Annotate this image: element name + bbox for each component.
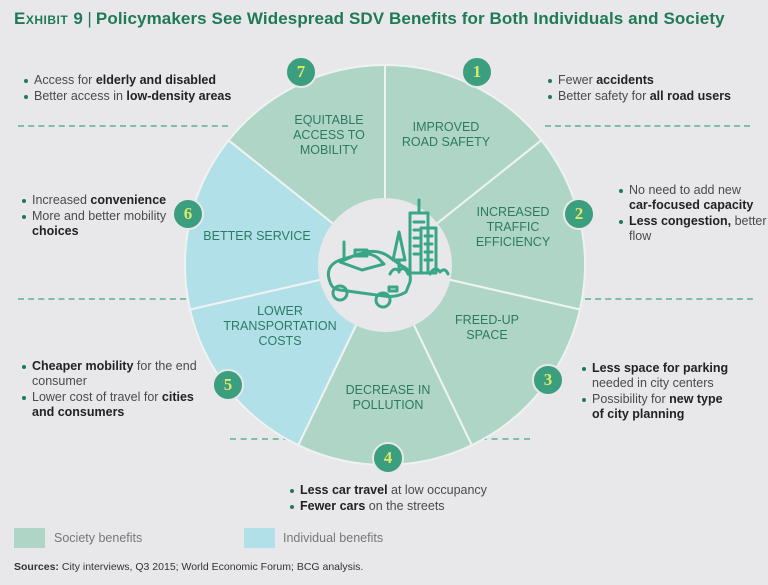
bullets-freed-up-space: Less space for parking needed in city ce… [580,361,730,423]
bullet-item: No need to add new car-focused capacity [617,183,767,213]
sources-label: Sources: [14,561,59,573]
segment-label-improved-road-safety: Improved road safety [401,120,491,149]
bullet-emphasis: new type of city planning [592,392,723,421]
bullet-text: More and better mobility [32,209,167,223]
bullet-item: Access for elderly and disabled [22,73,252,88]
bullet-emphasis: convenience [90,193,167,207]
badge-6: 6 [172,198,204,230]
bullet-item: Lower cost of travel for cities and cons… [20,390,200,420]
segment-label-freed-up-space: Freed-up space [455,313,519,342]
sources-text: City interviews, Q3 2015; World Economic… [58,561,364,573]
bullet-emphasis: Fewer cars [300,499,366,513]
title-separator: | [87,9,92,28]
bullet-emphasis: Less congestion, [629,214,732,228]
bullet-emphasis: Less car travel [300,483,388,497]
title-text: Policymakers See Widespread SDV Benefits… [95,9,725,28]
bullet-item: Fewer accidents [546,73,756,88]
self-driving-car-and-city-icon [326,198,450,309]
bullet-item: Less car travel at low occupancy [288,483,518,498]
bullet-item: Less space for parking needed in city ce… [580,361,730,391]
bullet-item: Possibility for new type of city plannin… [580,392,730,422]
guide-line-left-top [18,125,228,127]
bullet-text: Lower cost of travel for [32,390,162,404]
bullet-text: on the streets [365,499,445,513]
bullet-text: needed in city centers [592,376,714,390]
bullet-list: Less space for parking needed in city ce… [580,361,730,422]
bullet-text: better flow [629,214,767,243]
bullet-emphasis: car-focused capacity [629,198,754,212]
badge-2: 2 [563,198,595,230]
segment-label-better-service: Better service [203,229,311,243]
bullet-text: Better access in [34,89,127,103]
bullet-emphasis: Less space for parking [592,361,729,375]
badge-4: 4 [372,442,404,474]
legend-label-society: Society benefits [54,531,143,545]
bullet-text: Possibility for [592,392,670,406]
bullet-emphasis: choices [32,224,79,238]
guide-line-right-top [545,125,750,127]
bullet-item: Less congestion, better flow [617,214,767,244]
exhibit-number: Exhibit 9 [14,9,84,28]
guide-line-right-mid [585,298,753,300]
segment-label-equitable-access: Equitable access to mobility [293,113,365,157]
badge-5: 5 [212,369,244,401]
bullet-emphasis: low-density areas [126,89,232,103]
bullet-emphasis: accidents [596,73,654,87]
bullet-emphasis: all road users [649,89,732,103]
bullet-text: Fewer [558,73,597,87]
bullet-item: Fewer cars on the streets [288,499,518,514]
sources-note: Sources: City interviews, Q3 2015; World… [14,561,363,573]
bullet-text: Access for [34,73,96,87]
guide-line-right-bottom [470,438,530,440]
bullet-emphasis: elderly and disabled [95,73,217,87]
bullet-text: Better safety for [558,89,650,103]
bullet-item: Better safety for all road users [546,89,756,104]
bullet-text: for the end consumer [32,359,197,388]
bullet-item: More and better mobility choices [20,209,175,239]
bullet-item: Better access in low-density areas [22,89,252,104]
segment-label-increased-traffic-efficiency: Increased traffic efficiency [475,205,551,249]
badge-1: 1 [461,56,493,88]
bullet-text: at low occupancy [387,483,487,497]
guide-line-left-bottom [230,438,300,440]
guide-line-left-mid [18,298,186,300]
bullet-item: Cheaper mobility for the end consumer [20,359,200,389]
exhibit-title: Exhibit 9|Policymakers See Widespread SD… [14,9,725,29]
bullet-item: Increased convenience [20,193,175,208]
bullet-text: No need to add new [629,183,741,197]
legend-swatch-individual [244,528,275,548]
bullet-text: Increased [32,193,91,207]
bullet-emphasis: cities and consumers [32,390,194,419]
autonomous-car-icon [326,240,412,309]
segment-label-decrease-in-pollution: Decrease in pollution [345,383,431,412]
bullet-emphasis: Cheaper mobility [32,359,134,373]
badge-3: 3 [532,364,564,396]
legend-label-individual: Individual benefits [283,531,384,545]
building-icon [419,226,438,275]
segment-label-lower-transportation-costs: Lower transportation costs [223,304,337,348]
legend-swatch-society [14,528,45,548]
badge-7: 7 [285,56,317,88]
